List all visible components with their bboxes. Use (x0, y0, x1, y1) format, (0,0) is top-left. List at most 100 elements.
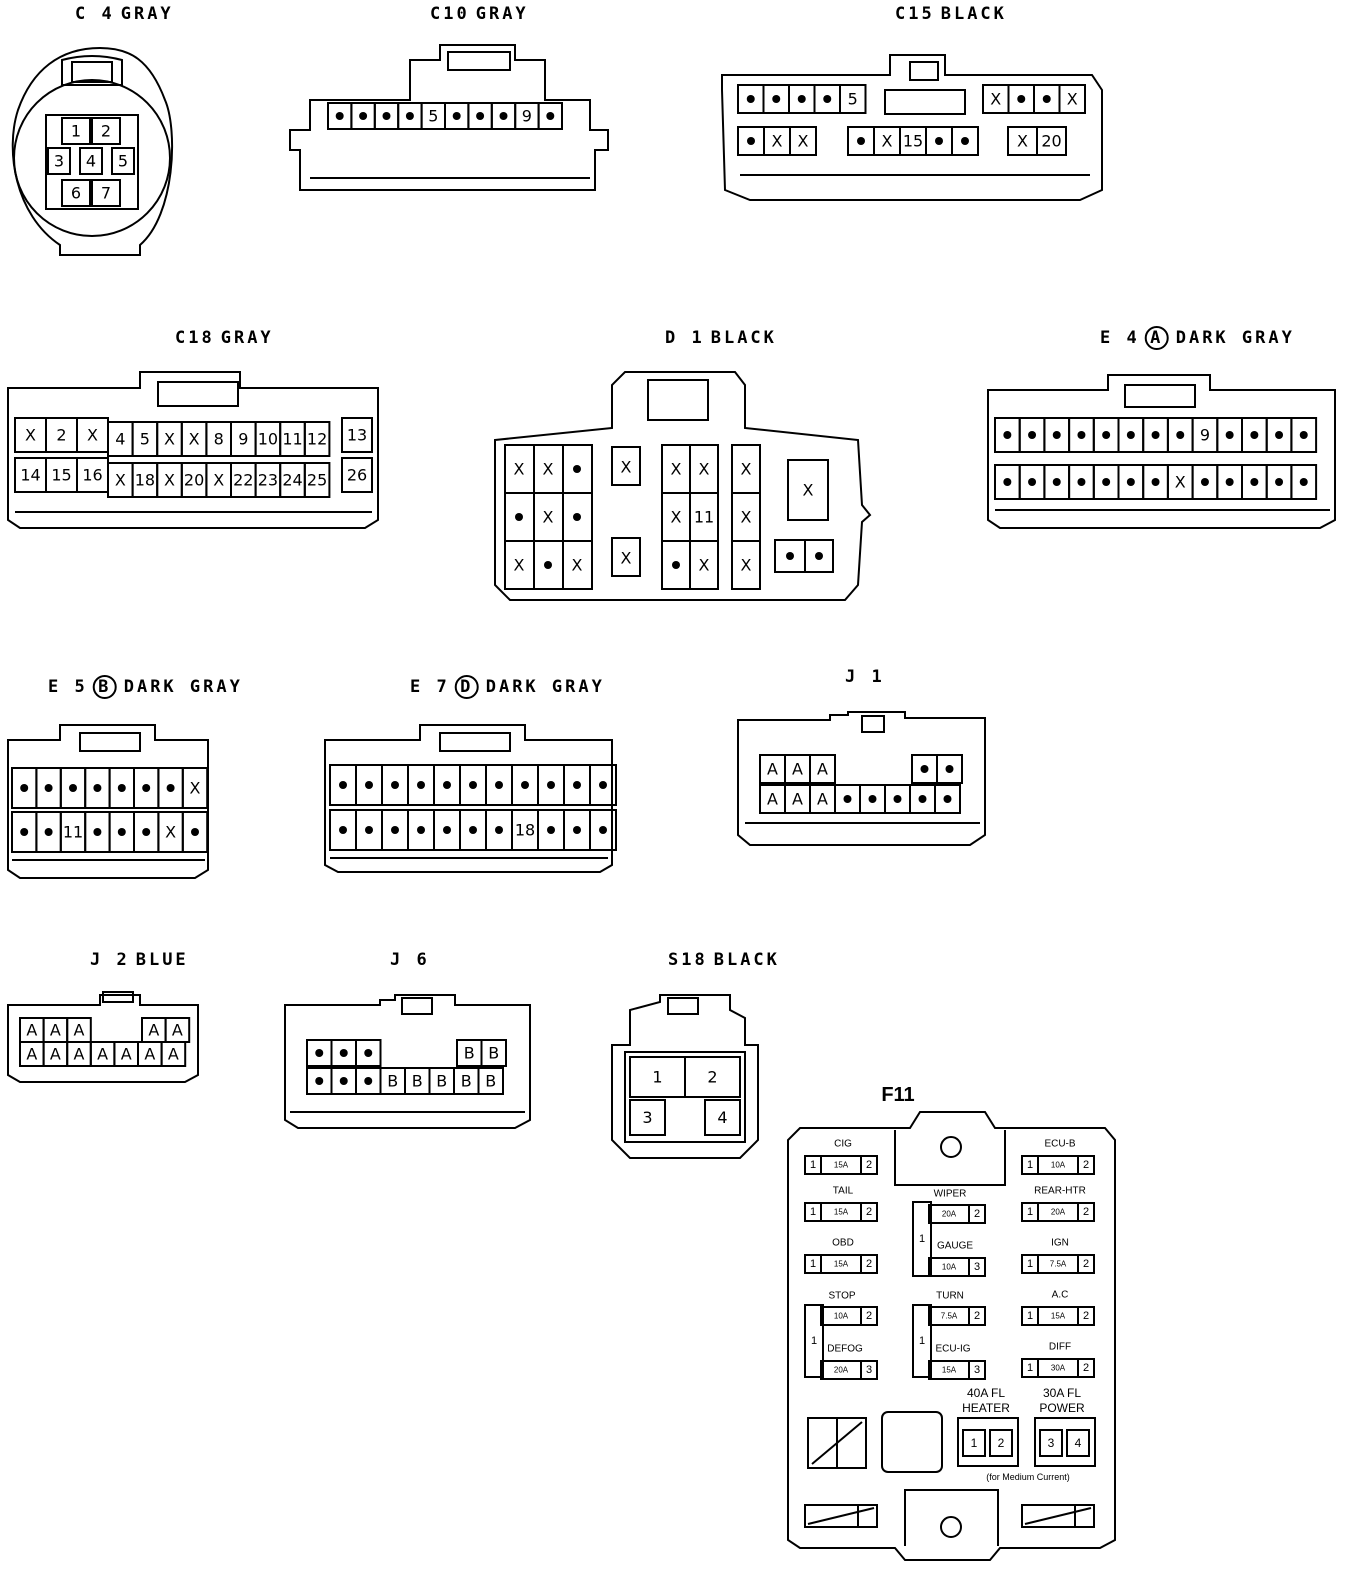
connector-color: DARK GRAY (1176, 328, 1295, 348)
fuse-terminal (860, 1360, 878, 1380)
pin-number: A (168, 1045, 179, 1064)
outline (61, 55, 123, 86)
outline (737, 711, 986, 846)
pin-unused: X (115, 471, 126, 490)
fuse-terminal (1066, 1429, 1090, 1457)
fuse-rating: 15A (942, 1366, 957, 1375)
pin-unused: X (803, 481, 814, 500)
pin-dot (573, 465, 581, 473)
pin-unused: X (572, 556, 583, 575)
fuse-pin: 1 (919, 1233, 925, 1245)
pin-number: 2 (707, 1068, 717, 1087)
pin-dot (142, 784, 151, 792)
fuse-rating: 15A (834, 1260, 849, 1269)
fuse-rating: 15A (834, 1161, 849, 1170)
fusible-link-name: HEATER (962, 1401, 1010, 1415)
pin-dot (1052, 431, 1061, 439)
latch (157, 381, 239, 407)
pin-cell (111, 147, 135, 175)
pin-unused: X (543, 460, 554, 479)
pin-number: 9 (1200, 426, 1210, 445)
pin-dot (93, 828, 102, 836)
connector-id: J 2 (90, 950, 130, 970)
pin-dot (599, 826, 607, 834)
pin-number: B (461, 1072, 472, 1091)
fuse-pin: 1 (810, 1258, 816, 1270)
connector-id: E 7 (410, 677, 450, 697)
pin-cell (589, 809, 617, 851)
outline (494, 371, 872, 601)
pin-dot (495, 781, 503, 789)
connector-color: BLACK (714, 950, 780, 970)
pin-dot (1250, 431, 1259, 439)
pin-number: A (50, 1021, 61, 1040)
connector-title: J 1 (845, 667, 882, 687)
pin-number: 18 (135, 471, 155, 490)
divider (807, 1507, 875, 1525)
latch (667, 997, 699, 1015)
pin-dot (857, 137, 865, 145)
pin-dot (117, 828, 126, 836)
pin-dot (1151, 431, 1160, 439)
pin-dot (443, 781, 451, 789)
connector-color: GRAY (221, 328, 274, 348)
outline (289, 44, 609, 191)
fuse-pin: 2 (974, 1310, 980, 1322)
fuse-terminal (1077, 1254, 1095, 1274)
pin-dot (417, 826, 425, 834)
pin-dot (499, 112, 508, 120)
pin-dot (815, 552, 823, 560)
pin-dot (166, 784, 175, 792)
pin-cell (936, 754, 963, 784)
pin-dot (443, 826, 451, 834)
connector-ring (13, 79, 171, 237)
fuse-pin: 1 (1027, 1258, 1033, 1270)
fuse-rating: 15A (1051, 1312, 1066, 1321)
pin-dot (672, 561, 680, 569)
pin-unused: X (699, 556, 710, 575)
pin-number: 3 (54, 152, 64, 171)
pin-number: B (485, 1072, 496, 1091)
fuse-pin: 2 (1083, 1362, 1089, 1374)
pin-dot (893, 795, 902, 803)
pin-number: 14 (20, 466, 40, 485)
pin-area (624, 1051, 746, 1143)
outline (894, 1130, 1006, 1186)
fuse-name: ECU-B (1044, 1139, 1075, 1150)
fusible-link-rating: 30A FL (1043, 1386, 1081, 1400)
pin-dot (1077, 478, 1086, 486)
pin-area (45, 114, 139, 210)
pin-dot (546, 112, 555, 120)
pin-dot (469, 826, 477, 834)
pin-dot (515, 513, 523, 521)
fuse-terminal (989, 1429, 1013, 1457)
pin-unused: X (514, 556, 525, 575)
connector-badge: D (460, 677, 473, 697)
connector-id: C18 (175, 328, 215, 348)
pin-cell (61, 117, 91, 145)
pin-dot (339, 781, 347, 789)
connector-id: J 6 (390, 950, 430, 970)
fusible-link-name: POWER (1039, 1401, 1085, 1415)
fuse-terminal (1077, 1306, 1095, 1326)
pin-dot (935, 137, 943, 145)
pin-cell (611, 537, 641, 577)
fuse-terminal (968, 1360, 986, 1380)
fusible-link-heater (957, 1417, 1019, 1467)
connector-id: E 4 (1100, 328, 1140, 348)
pin-dot (20, 784, 29, 792)
pin-cell (303, 462, 331, 498)
latch (447, 51, 511, 71)
connector-color: BLUE (136, 950, 189, 970)
pin-dot (391, 781, 399, 789)
pin-number: A (50, 1045, 61, 1064)
pin-unused: X (671, 460, 682, 479)
pin-dot (476, 112, 485, 120)
pin-cell (181, 811, 209, 853)
pin-dot (117, 784, 126, 792)
pin-unused: X (990, 90, 1001, 109)
